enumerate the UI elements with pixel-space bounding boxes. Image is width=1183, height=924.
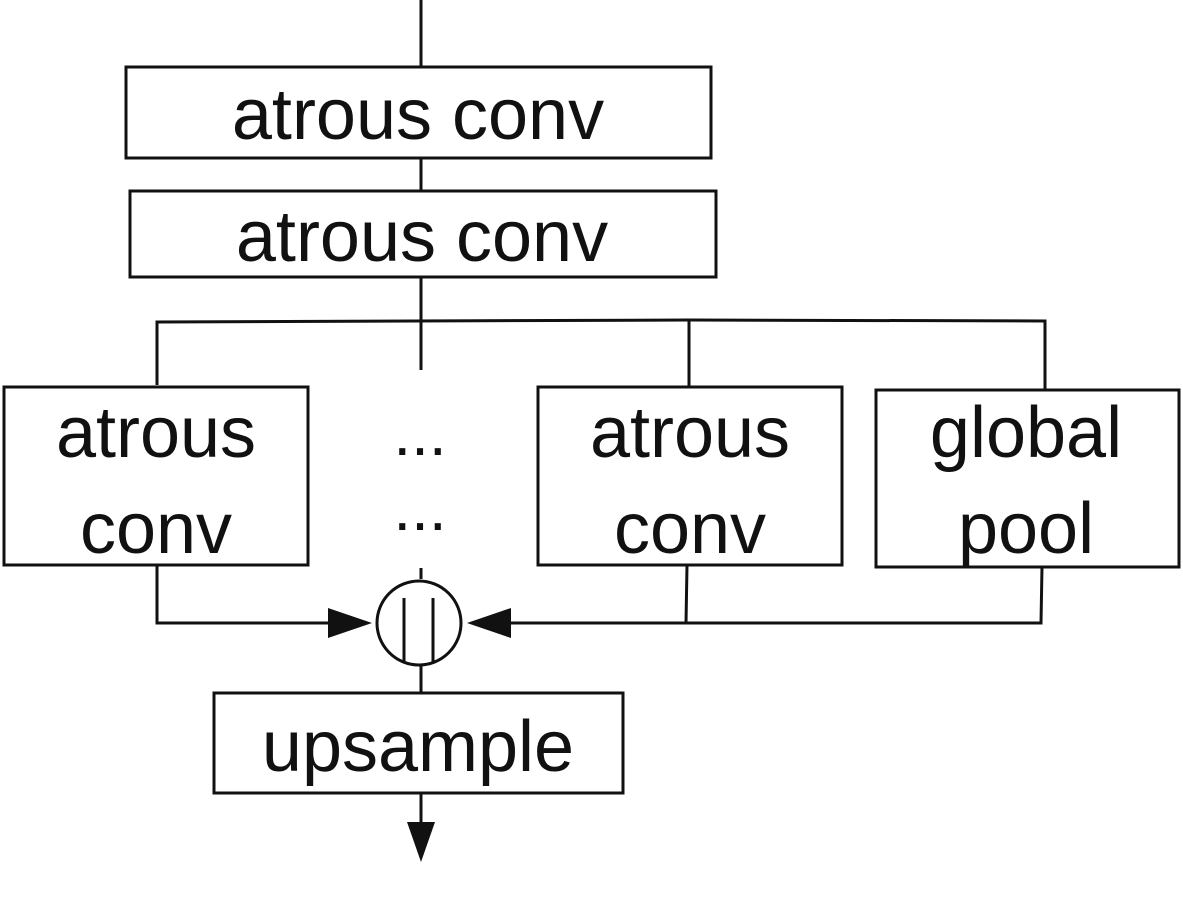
branch-atrous-conv-block-2: atrous conv xyxy=(536,385,844,569)
merge-arrowhead-right xyxy=(467,608,511,638)
atrous-conv-block-second: atrous conv xyxy=(128,189,718,279)
branch-atrous-conv-block-1: atrous conv xyxy=(2,385,310,569)
atrous-conv-label-second: atrous conv xyxy=(236,197,608,277)
branch-atrous-conv-box-2 xyxy=(536,385,844,567)
global-pool-label-line2: pool xyxy=(958,489,1094,569)
atrous-conv-box-second xyxy=(128,189,718,279)
branch-atrous-conv-label-1-line1: atrous xyxy=(56,393,256,473)
branch-atrous-conv-label-2-line2: conv xyxy=(614,489,766,569)
branch-global-pool-block: global pool xyxy=(874,388,1181,569)
branch-ellipsis: ... ... xyxy=(393,397,446,544)
ellipsis-lower: ... xyxy=(393,472,446,544)
merge-line-left xyxy=(155,565,330,625)
branch-atrous-conv-box-1 xyxy=(2,385,310,567)
merge-line-right xyxy=(508,566,1044,625)
concat-circle xyxy=(375,579,463,667)
output-arrowhead xyxy=(407,822,435,862)
upsample-block: upsample xyxy=(212,691,625,795)
branch-atrous-conv-label-2-line1: atrous xyxy=(590,393,790,473)
concatenation-icon xyxy=(375,579,463,667)
atrous-conv-box-top xyxy=(124,65,713,160)
ellipsis-upper: ... xyxy=(393,397,446,469)
global-pool-label-line1: global xyxy=(930,393,1122,473)
merge-drop-atrous-conv-2 xyxy=(684,564,689,624)
atrous-conv-label-top: atrous conv xyxy=(232,75,604,155)
upsample-label: upsample xyxy=(262,707,574,787)
branch-global-pool-box xyxy=(874,388,1181,569)
upsample-box xyxy=(212,691,625,795)
branch-bus-line xyxy=(155,318,1047,390)
merge-arrowhead-left xyxy=(328,608,372,638)
atrous-conv-block-top: atrous conv xyxy=(124,65,713,160)
branch-atrous-conv-label-1-line2: conv xyxy=(80,489,232,569)
